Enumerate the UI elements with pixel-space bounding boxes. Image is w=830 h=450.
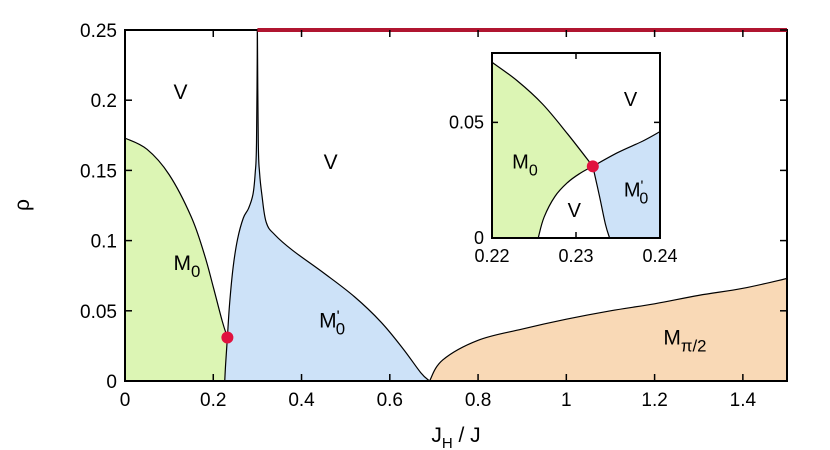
inset-region-m0-fill — [492, 62, 593, 238]
inset-x-tick-label: 0.22 — [474, 246, 509, 266]
region-label-v-right: V — [324, 151, 338, 174]
inset-lower-boundary-line — [537, 165, 594, 238]
inset-region-label-v-upper: V — [624, 89, 638, 111]
inset-x-tick-label: 0.24 — [642, 246, 677, 266]
y-tick-label: 0.05 — [80, 302, 117, 323]
inset-boundaries — [492, 61, 660, 238]
x-tick-label: 0.6 — [377, 390, 403, 411]
region-label-m0: M0 — [174, 252, 201, 281]
inset-tick-labels: 0.22 0.23 0.24 0 0.05 — [449, 112, 678, 266]
y-axis-label: ρ — [11, 199, 34, 211]
y-tick-label: 0 — [106, 372, 117, 393]
region-label-mpi2: Mπ/2 — [663, 326, 706, 355]
region-label-m0-prime: M'0 — [319, 309, 345, 339]
inset-critical-point-marker — [586, 160, 599, 173]
inset-y-tick-label: 0.05 — [449, 112, 484, 132]
x-tick-label: 1 — [561, 390, 572, 411]
y-tick-label: 0.2 — [91, 91, 117, 112]
x-tick-label: 1.2 — [641, 390, 667, 411]
x-tick-label: 0.8 — [465, 390, 491, 411]
x-tick-label: 0 — [120, 390, 131, 411]
x-tick-label: 0.4 — [288, 390, 315, 411]
inset-right-boundary-line — [592, 166, 611, 238]
inset-m0-boundary-line — [492, 61, 594, 167]
main-tick-labels: 0 0.2 0.4 0.6 0.8 1 1.2 1.4 0 0.05 0.1 0.15 0.2 0.25 — [80, 21, 756, 411]
region-m0-fill — [125, 138, 228, 381]
region-mpi2-fill — [429, 278, 787, 381]
inset-region-label-m0-prime: M'0 — [624, 177, 649, 207]
inset-region-label-v-lower: V — [568, 200, 582, 222]
mpi2-boundary-line — [428, 277, 787, 381]
y-tick-label: 0.1 — [91, 232, 117, 253]
inset-region-m0-prime-fill — [592, 131, 660, 238]
main-fills — [125, 30, 787, 381]
inset-upper-boundary-line — [592, 131, 660, 167]
inset-fills — [492, 62, 660, 238]
region-m0-prime-fill — [224, 30, 430, 381]
m0-boundary-line — [125, 137, 228, 338]
region-label-v-left: V — [174, 81, 188, 104]
main-ticks — [124, 29, 787, 382]
x-tick-label: 1.4 — [730, 390, 757, 411]
inset-ticks — [491, 53, 661, 239]
m0-prime-right-boundary-line — [256, 30, 430, 381]
critical-point-marker — [221, 331, 234, 344]
inset-x-tick-label: 0.23 — [558, 246, 593, 266]
y-tick-label: 0.25 — [80, 21, 117, 42]
y-tick-label: 0.15 — [80, 161, 117, 182]
x-tick-label: 0.2 — [200, 390, 226, 411]
x-axis-label: JH / J — [431, 424, 480, 450]
inset-region-label-m0: M0 — [512, 152, 538, 180]
inset-y-tick-label: 0 — [474, 228, 484, 248]
